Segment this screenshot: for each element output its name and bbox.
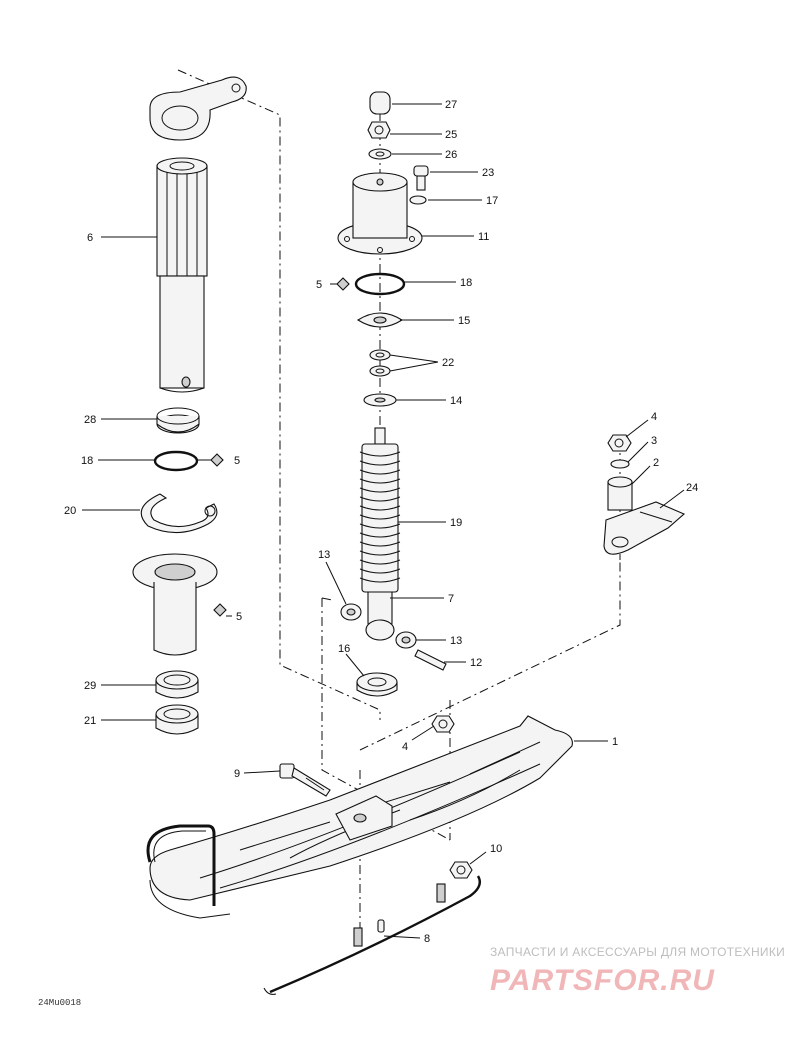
- steering-arm: [149, 76, 247, 141]
- callout-23: 23: [482, 167, 494, 179]
- callout-15: 15: [458, 315, 470, 327]
- leader-lines: [82, 103, 685, 939]
- bushing-28: [156, 407, 200, 434]
- grease-fittings: [210, 277, 350, 617]
- washer-17: [409, 195, 427, 205]
- bushing-21: [155, 704, 199, 735]
- callout-18-left: 18: [81, 455, 93, 467]
- callout-4-lower: 4: [402, 741, 408, 753]
- callout-22: 22: [442, 357, 454, 369]
- cap-27: [369, 91, 391, 115]
- callout-13-upper: 13: [318, 549, 330, 561]
- callout-5-center: 5: [316, 279, 322, 291]
- pin-12: [414, 649, 447, 671]
- bushing-29: [155, 670, 199, 699]
- callout-7: 7: [448, 593, 454, 605]
- callout-18-center: 18: [460, 277, 472, 289]
- callout-labels: 27 25 26 23 17 11 5 18 15 22 14 6 28 18 …: [64, 99, 698, 945]
- callout-19: 19: [450, 517, 462, 529]
- callout-26: 26: [445, 149, 457, 161]
- callout-17: 17: [486, 195, 498, 207]
- washer-3: [610, 459, 630, 469]
- shock-eye-7: [365, 591, 395, 641]
- spindle-housing: [132, 553, 218, 656]
- callout-14: 14: [450, 395, 462, 407]
- callout-5-upper-left: 5: [234, 455, 240, 467]
- callout-29: 29: [84, 680, 96, 692]
- nut-4-upper: [607, 434, 632, 452]
- callout-25: 25: [445, 129, 457, 141]
- callout-5-lower-left: 5: [236, 611, 242, 623]
- shock-absorber-19: [359, 427, 401, 593]
- callout-10: 10: [490, 843, 502, 855]
- callout-13-lower: 13: [450, 635, 462, 647]
- screw-23: [413, 165, 429, 191]
- washer-14: [363, 393, 397, 407]
- nut-25: [367, 121, 391, 139]
- o-ring-18-left: [153, 450, 199, 472]
- callout-21: 21: [84, 715, 96, 727]
- runner-8: [263, 875, 481, 995]
- plate-15: [356, 312, 404, 328]
- callout-27: 27: [445, 99, 457, 111]
- bushings-13: [340, 603, 417, 649]
- ski-saddle: [335, 795, 393, 841]
- callout-3: 3: [651, 435, 657, 447]
- watermark-logo: PARTSFOR.RU: [490, 964, 715, 997]
- callout-28: 28: [84, 414, 96, 426]
- callout-8: 8: [424, 933, 430, 945]
- callout-9: 9: [234, 768, 240, 780]
- washers-22: [369, 349, 391, 377]
- callout-6: 6: [87, 232, 93, 244]
- spindle-shaft: [156, 157, 208, 393]
- bolt-9: [279, 763, 331, 797]
- spacer-2: [607, 476, 633, 511]
- drawing-code: 24Mu0018: [38, 998, 81, 1008]
- watermark-tagline: ЗАПЧАСТИ И АКСЕССУАРЫ ДЛЯ МОТОТЕХНИКИ: [490, 945, 785, 959]
- callout-24: 24: [686, 482, 698, 494]
- callout-20: 20: [64, 505, 76, 517]
- callout-12: 12: [470, 657, 482, 669]
- shock-tower-11: [337, 172, 423, 255]
- washer-16: [356, 672, 398, 697]
- nut-10: [449, 861, 473, 879]
- ski-handle: [146, 824, 216, 906]
- callout-4-upper: 4: [651, 411, 657, 423]
- callout-1: 1: [612, 736, 618, 748]
- o-ring-18-center: [354, 272, 406, 296]
- callout-11: 11: [478, 231, 489, 243]
- bracket-24: [603, 501, 686, 555]
- washer-26: [368, 148, 392, 160]
- nut-4-lower: [431, 715, 455, 733]
- callout-16: 16: [338, 643, 350, 655]
- circlip-20: [140, 493, 218, 534]
- callout-2: 2: [653, 457, 659, 469]
- watermark: ЗАПЧАСТИ И АКСЕССУАРЫ ДЛЯ МОТОТЕХНИКИ PA…: [490, 945, 785, 997]
